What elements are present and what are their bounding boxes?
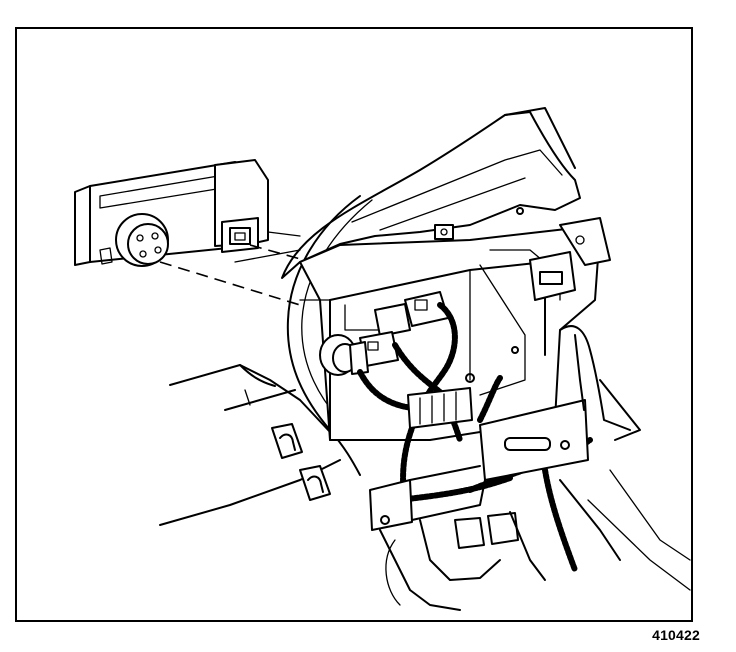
installation-guide-line xyxy=(159,261,301,306)
lower-trim-bracket xyxy=(369,399,589,531)
instrument-panel-right xyxy=(559,325,691,591)
vent-louver-lower xyxy=(299,465,331,501)
instrument-panel-upper-cover xyxy=(281,107,581,279)
figure-number: 410422 xyxy=(652,627,700,643)
vent-louver-upper xyxy=(271,423,303,459)
instrument-panel-edge xyxy=(286,195,361,476)
harness-retainer xyxy=(407,387,473,429)
lower-instrument-panel xyxy=(379,511,546,611)
headlamp-switch xyxy=(74,159,269,267)
wiring-connectors xyxy=(319,291,449,376)
